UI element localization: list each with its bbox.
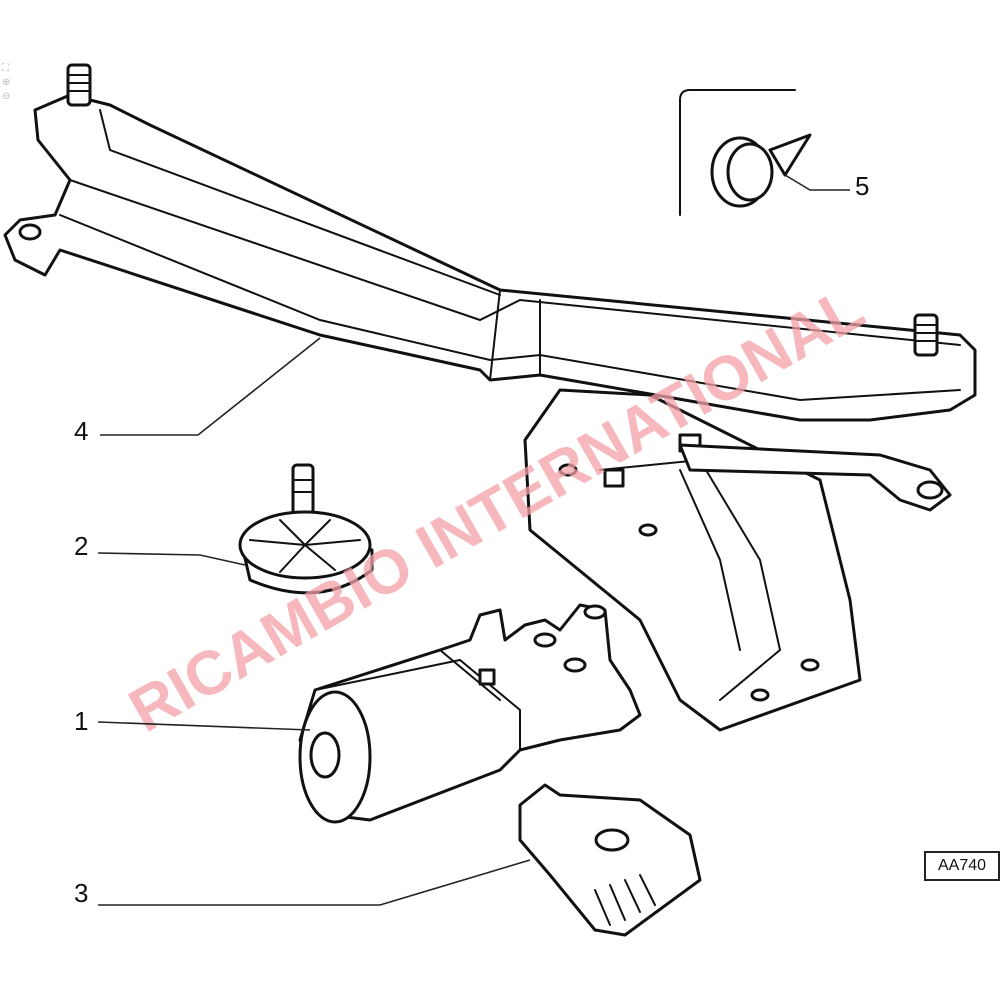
svg-text:3: 3 (74, 878, 88, 908)
svg-text:2: 2 (74, 531, 88, 561)
reference-code: AA740 (924, 851, 1000, 881)
callout-4: 4 (74, 337, 321, 446)
callout-3: 3 (74, 859, 531, 908)
part-3-cover (518, 783, 702, 937)
fit-icon[interactable]: ⛶ (2, 63, 9, 74)
part-5-grommet (679, 89, 812, 216)
part-4-linkage-frame (3, 63, 977, 732)
callout-5: 5 (784, 171, 869, 201)
viewer-tools: ⛶ ⊕ ⊖ (2, 62, 16, 104)
part-1-motor (298, 603, 642, 824)
zoom-out-icon[interactable]: ⊖ (2, 91, 11, 102)
svg-text:4: 4 (74, 416, 88, 446)
svg-text:5: 5 (855, 171, 869, 201)
callout-2: 2 (74, 531, 246, 566)
callout-1: 1 (74, 706, 311, 736)
zoom-in-icon[interactable]: ⊕ (2, 77, 11, 88)
svg-text:1: 1 (74, 706, 88, 736)
part-2-gear (238, 463, 374, 595)
